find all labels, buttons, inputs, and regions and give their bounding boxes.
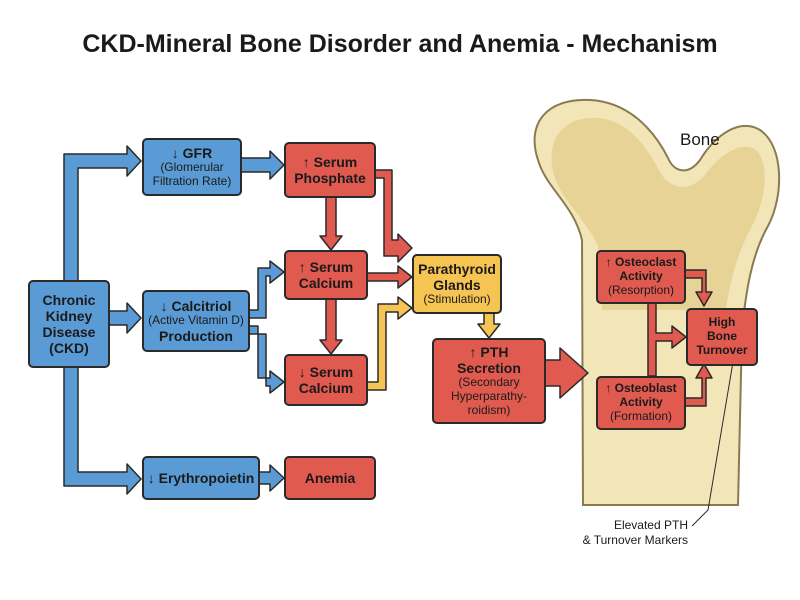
node-ckd-line2: Kidney [45,307,93,324]
node-gfr-title: ↓ GFR [171,145,213,162]
node-osteoblast-activity-line1: ↑ Osteoblast [605,381,677,396]
node-serum-calcium-high: ↑ Serum Calcium [284,250,368,300]
node-serum-calcium-high-line1: ↑ Serum [298,258,354,275]
node-serum-phosphate-line2: Phosphate [294,170,366,186]
node-osteoclast-activity-line2: Activity [619,269,663,284]
node-pth-secretion: ↑ PTH Secretion (Secondary Hyperparathy-… [432,338,546,424]
node-ckd-line1: Chronic [42,291,96,308]
turnover-markers-annotation: Elevated PTH & Turnover Markers [570,518,688,548]
node-gfr: ↓ GFR (Glomerular Filtration Rate) [142,138,242,196]
node-osteoblast-activity: ↑ Osteoblast Activity (Formation) [596,376,686,430]
node-ckd-line4: (CKD) [49,340,89,357]
page-title: CKD-Mineral Bone Disorder and Anemia - M… [82,30,718,58]
node-parathyroid-glands-line1: Parathyroid [418,261,496,277]
node-parathyroid-glands-sub: (Stimulation) [423,292,491,307]
node-erythropoietin-title: ↓ Erythropoietin [147,469,255,486]
annotation-line2: & Turnover Markers [582,533,688,547]
node-erythropoietin: ↓ Erythropoietin [142,456,260,500]
node-serum-calcium-low: ↓ Serum Calcium [284,354,368,406]
connector-arrows [63,145,713,495]
node-gfr-sub2: Filtration Rate) [152,174,232,189]
node-anemia: Anemia [284,456,376,500]
node-serum-calcium-high-line2: Calcium [298,275,354,291]
node-high-bone-turnover-line3: Turnover [696,342,748,357]
node-pth-secretion-sub1: (Secondary [458,375,520,390]
node-high-bone-turnover-line2: Bone [707,329,737,344]
node-osteoclast-activity-sub: (Resorption) [607,282,675,297]
node-ckd: Chronic Kidney Disease (CKD) [28,280,110,368]
node-gfr-sub1: (Glomerular [160,160,224,175]
node-osteoblast-activity-line2: Activity [619,395,663,410]
node-parathyroid-glands: Parathyroid Glands (Stimulation) [412,254,502,314]
annotation-leader-line [691,361,734,527]
node-serum-phosphate-line1: ↑ Serum [302,153,358,170]
node-pth-secretion-line1: ↑ PTH [469,344,509,361]
node-calcitriol-title2: Production [159,327,233,344]
node-high-bone-turnover: High Bone Turnover [686,308,758,366]
node-serum-calcium-low-line2: Calcium [298,380,354,396]
node-pth-secretion-line2: Secretion [457,360,521,377]
node-serum-calcium-low-line1: ↓ Serum [298,363,354,380]
node-pth-secretion-sub2: Hyperparathy- [450,389,528,404]
node-high-bone-turnover-line1: High [708,315,736,330]
node-osteoblast-activity-sub: (Formation) [609,408,672,423]
bone-label: Bone [680,130,720,149]
node-osteoclast-activity: ↑ Osteoclast Activity (Resorption) [596,250,686,304]
node-parathyroid-glands-line2: Glands [433,277,481,294]
node-serum-phosphate: ↑ Serum Phosphate [284,142,376,198]
node-pth-secretion-sub3: roidism) [467,402,511,417]
annotation-line1: Elevated PTH [613,518,688,532]
node-calcitriol-title: ↓ Calcitriol [160,298,232,314]
node-calcitriol-sub: (Active Vitamin D) [148,313,244,328]
node-anemia-title: Anemia [304,469,356,486]
node-ckd-line3: Disease [42,324,96,340]
node-osteoclast-activity-line1: ↑ Osteoclast [605,255,677,270]
node-calcitriol: ↓ Calcitriol (Active Vitamin D) Producti… [142,290,250,352]
